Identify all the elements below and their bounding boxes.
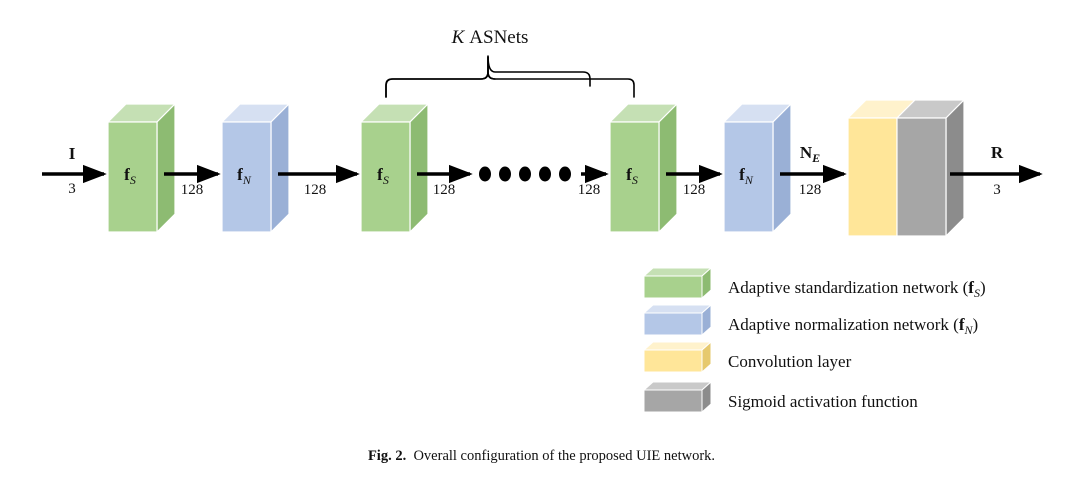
connection-fn1-fs2-channels: 128 bbox=[304, 182, 327, 198]
block-fs-2-front bbox=[360, 121, 411, 233]
legend-item-adaptive-normalization[interactable]: Adaptive normalization network (fN) bbox=[642, 303, 978, 337]
ellipsis-dot bbox=[499, 166, 511, 182]
block-sigmoid-side bbox=[945, 98, 965, 238]
connection-fs1-fn1: 128 bbox=[164, 164, 221, 198]
block-fs-3-label: fS bbox=[626, 165, 638, 187]
block-sigmoid-front bbox=[896, 117, 947, 237]
block-fs-3-front bbox=[609, 121, 660, 233]
asnets-label-text: ASNets bbox=[469, 27, 528, 48]
legend-swatch-green-front bbox=[643, 275, 703, 299]
block-convolution[interactable] bbox=[846, 99, 917, 237]
output-tensor-label: R bbox=[991, 143, 1004, 162]
block-fn-2-label: fN bbox=[739, 165, 754, 187]
ellipsis-dot bbox=[539, 166, 551, 182]
legend: Adaptive standardization network (fS) Ad… bbox=[642, 266, 986, 414]
ellipsis-dot bbox=[559, 166, 571, 182]
ellipsis-dots bbox=[479, 166, 571, 182]
legend-label-convolution-layer: Convolution layer bbox=[728, 352, 852, 371]
block-fs-1-front bbox=[107, 121, 158, 233]
asnets-symbol: K bbox=[451, 27, 466, 48]
block-fn-1-side bbox=[270, 102, 290, 234]
connection-fn2-conv-channels: 128 bbox=[799, 182, 822, 198]
block-fn-2[interactable]: fN bbox=[722, 102, 793, 234]
connection-fn2-conv: NE 128 bbox=[780, 143, 847, 198]
input-arrow-group: I 3 bbox=[42, 144, 107, 197]
legend-item-sigmoid-activation[interactable]: Sigmoid activation function bbox=[642, 380, 918, 414]
legend-swatch-blue-top bbox=[642, 304, 713, 314]
block-fn-1[interactable]: fN bbox=[220, 102, 291, 234]
legend-swatch-yellow-front bbox=[643, 349, 703, 373]
block-fn-2-front bbox=[723, 121, 774, 233]
input-tensor-label: I bbox=[69, 144, 76, 163]
legend-swatch-yellow-top bbox=[642, 341, 713, 351]
connection-fs3-fn2: 128 bbox=[666, 164, 723, 198]
connection-fn2-conv-tensor: NE bbox=[800, 143, 820, 165]
connection-fs1-fn1-channels: 128 bbox=[181, 182, 204, 198]
block-fn-2-side bbox=[772, 102, 792, 234]
asnets-brace-right bbox=[487, 56, 635, 98]
input-channels-label: 3 bbox=[68, 181, 76, 197]
legend-item-adaptive-standardization[interactable]: Adaptive standardization network (fS) bbox=[642, 266, 986, 300]
figure-caption-prefix: Fig. 2. bbox=[367, 448, 407, 464]
figure-caption-text: Overall configuration of the proposed UI… bbox=[413, 448, 716, 464]
legend-label-sigmoid-activation: Sigmoid activation function bbox=[728, 392, 918, 411]
block-fn-1-front bbox=[221, 121, 272, 233]
connection-ellipsis-fs3: 128 bbox=[578, 164, 609, 198]
block-sigmoid[interactable] bbox=[895, 98, 966, 238]
legend-swatch-blue-front bbox=[643, 312, 703, 336]
connection-fn1-fs2: 128 bbox=[278, 164, 360, 198]
block-fs-1-side bbox=[156, 102, 176, 234]
output-arrow-group: R 3 bbox=[950, 143, 1043, 198]
legend-swatch-gray-top bbox=[642, 381, 713, 391]
connection-fs2-ellipsis: 128 bbox=[417, 164, 473, 198]
legend-label-adaptive-standardization: Adaptive standardization network (fS) bbox=[728, 278, 986, 300]
block-fs-2-label: fS bbox=[377, 165, 389, 187]
legend-swatch-green-top bbox=[642, 267, 713, 277]
connection-ellipsis-fs3-channels: 128 bbox=[578, 182, 601, 198]
ellipsis-dot bbox=[519, 166, 531, 182]
ellipsis-dot bbox=[479, 166, 491, 182]
block-fs-1[interactable]: fS bbox=[106, 102, 177, 234]
block-fs-2-side bbox=[409, 102, 429, 234]
block-fs-3-side bbox=[658, 102, 678, 234]
block-fn-1-label: fN bbox=[237, 165, 252, 187]
block-fs-3[interactable]: fS bbox=[608, 102, 679, 234]
figure-caption: Fig. 2. Overall configuration of the pro… bbox=[0, 448, 1083, 465]
connection-fs3-fn2-channels: 128 bbox=[683, 182, 706, 198]
block-convolution-front bbox=[847, 117, 898, 237]
block-fs-1-label: fS bbox=[124, 165, 136, 187]
output-channels-label: 3 bbox=[993, 182, 1001, 198]
legend-item-convolution-layer[interactable]: Convolution layer bbox=[642, 340, 852, 374]
block-fs-2[interactable]: fS bbox=[359, 102, 430, 234]
legend-label-adaptive-normalization: Adaptive normalization network (fN) bbox=[728, 315, 978, 337]
connection-fs2-ellipsis-channels: 128 bbox=[433, 182, 456, 198]
legend-swatch-gray-front bbox=[643, 389, 703, 413]
asnets-brace-left bbox=[385, 56, 489, 98]
